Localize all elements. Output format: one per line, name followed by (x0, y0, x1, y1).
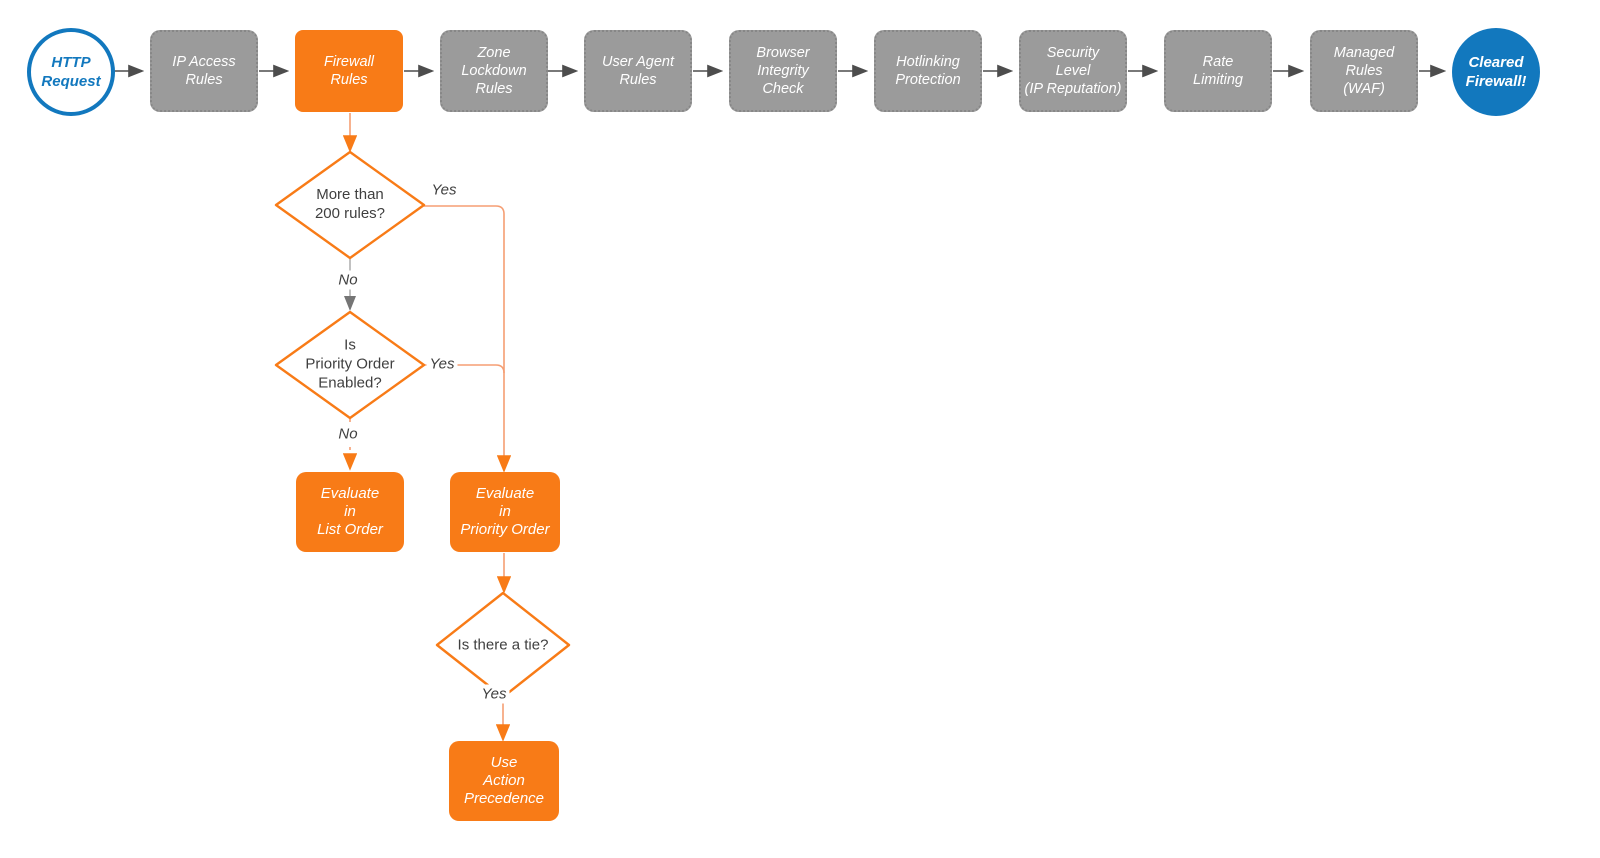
node-ip-access-rules-label: IP Access Rules (172, 54, 236, 88)
node-use-action-precedence: Use Action Precedence (449, 741, 559, 821)
node-firewall-rules: Firewall Rules (295, 30, 403, 112)
node-rate-limiting-label: Rate Limiting (1193, 54, 1243, 88)
decision-priority-order-enabled-shape (274, 310, 426, 420)
node-evaluate-in-list-order-label: Evaluate in List Order (317, 485, 383, 538)
node-evaluate-in-list-order: Evaluate in List Order (296, 472, 404, 552)
node-evaluate-in-priority-order: Evaluate in Priority Order (450, 472, 560, 552)
edge-label-d1-no: No (335, 270, 361, 290)
node-user-agent-rules-label: User Agent Rules (602, 54, 674, 88)
node-managed-rules-waf-label: Managed Rules (WAF) (1333, 45, 1395, 97)
node-cleared-firewall-label: Cleared Firewall! (1465, 54, 1527, 90)
edge-label-d2-no: No (335, 424, 361, 444)
decision-is-there-a-tie-label: Is there a tie? (457, 636, 549, 654)
decision-more-than-200-rules-label: More than 200 rules? (314, 186, 386, 222)
edge-label-d3-yes: Yes (478, 684, 510, 704)
node-use-action-precedence-label: Use Action Precedence (463, 754, 545, 807)
edge-label-d1-yes: Yes (428, 180, 460, 200)
connector-d2-yes-join (424, 364, 505, 374)
connector-d1-yes-to-priority-order (424, 205, 512, 473)
decision-is-there-a-tie-shape (435, 591, 571, 699)
node-firewall-rules-label: Firewall Rules (324, 54, 374, 88)
decision-more-than-200-rules-shape (274, 150, 426, 260)
node-managed-rules-waf: Managed Rules (WAF) (1310, 30, 1418, 112)
node-http-request-label: HTTP Request (41, 54, 101, 90)
node-security-level: Security Level (IP Reputation) (1019, 30, 1127, 112)
node-browser-integrity-check: Browser Integrity Check (729, 30, 837, 112)
decision-priority-order-enabled-label: Is Priority Order Enabled? (305, 336, 395, 392)
node-zone-lockdown-rules: Zone Lockdown Rules (440, 30, 548, 112)
node-hotlinking-protection-label: Hotlinking Protection (895, 54, 961, 88)
node-zone-lockdown-rules-label: Zone Lockdown Rules (461, 45, 527, 97)
node-evaluate-in-priority-order-label: Evaluate in Priority Order (460, 485, 550, 538)
node-cleared-firewall: Cleared Firewall! (1452, 28, 1540, 116)
node-user-agent-rules: User Agent Rules (584, 30, 692, 112)
node-browser-integrity-check-label: Browser Integrity Check (756, 45, 810, 97)
edge-label-d2-yes: Yes (426, 354, 458, 374)
node-http-request: HTTP Request (27, 28, 115, 116)
node-security-level-label: Security Level (IP Reputation) (1024, 45, 1122, 97)
node-hotlinking-protection: Hotlinking Protection (874, 30, 982, 112)
node-ip-access-rules: IP Access Rules (150, 30, 258, 112)
node-rate-limiting: Rate Limiting (1164, 30, 1272, 112)
